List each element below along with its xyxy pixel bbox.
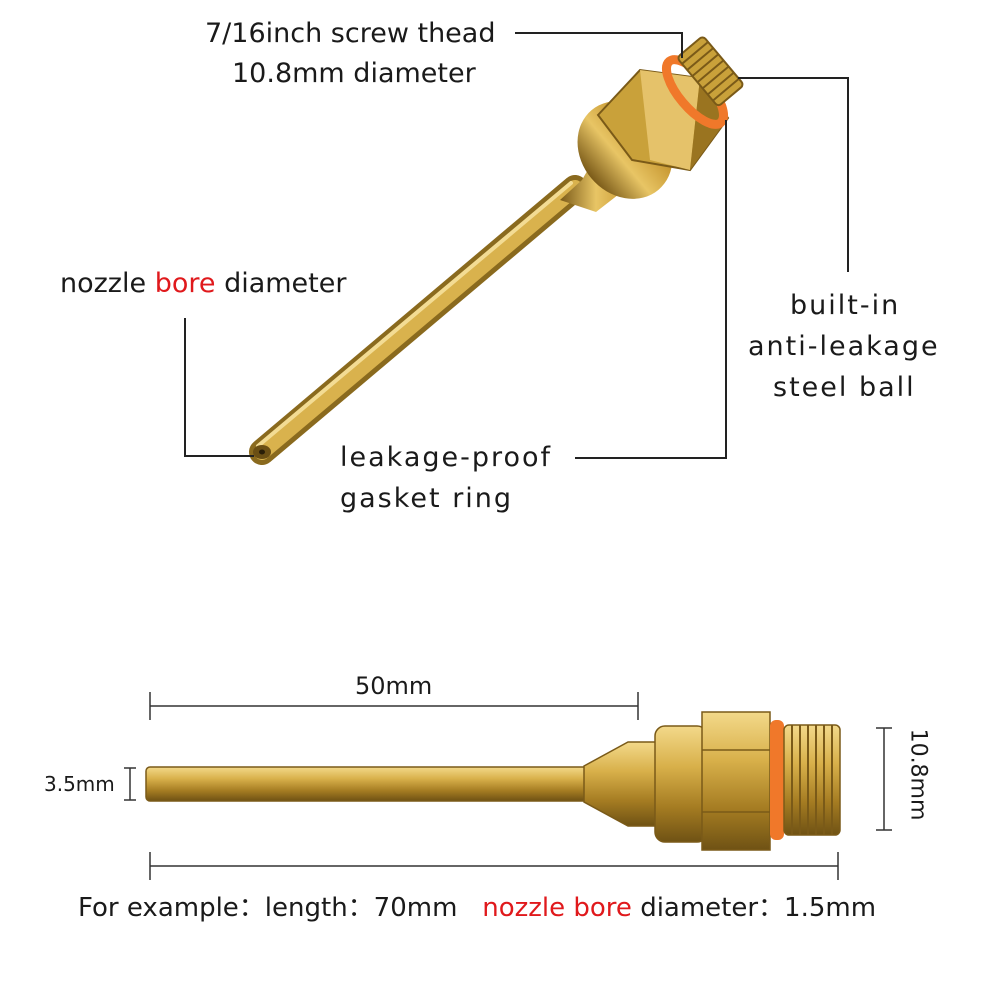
example-suffix: diameter：1.5mm: [640, 893, 877, 923]
example-footer: For example：length：70mm nozzle bore diam…: [78, 890, 876, 926]
dim-50mm-line: [149, 692, 639, 720]
dim-10-8mm-label: 10.8mm: [905, 728, 931, 821]
bottom-nozzle-thread: [783, 724, 841, 836]
thread-leader: [515, 32, 683, 58]
top-nozzle: [249, 36, 744, 465]
thread-callout-line2: 10.8mm diameter: [232, 58, 476, 89]
top-nozzle-thread: [677, 36, 744, 107]
bottom-nozzle-cone: [583, 741, 661, 827]
example-prefix: For example：length：70mm: [78, 893, 458, 923]
bore-callout-red: bore: [154, 268, 216, 299]
dim-50mm-label: 50mm: [355, 672, 433, 700]
thread-callout-line1: 7/16inch screw thead: [205, 18, 496, 49]
bore-callout-pre: nozzle: [60, 268, 147, 299]
ball-leader: [738, 77, 849, 272]
gasket-leader: [575, 120, 727, 459]
dimension-lines: [124, 692, 892, 880]
dim-70mm-line: [149, 852, 839, 880]
gasket-callout-line2: gasket ring: [340, 483, 514, 514]
ball-callout-line2: anti-leakage: [748, 331, 940, 362]
dim-10-8mm-line: [876, 727, 892, 831]
bottom-nozzle: [145, 711, 841, 851]
dim-3-5mm-line: [124, 767, 136, 801]
bottom-nozzle-tube: [145, 766, 597, 802]
bore-callout-post: diameter: [224, 268, 347, 299]
bottom-nozzle-gasket: [770, 720, 784, 840]
ball-callout-line3: steel ball: [773, 372, 916, 403]
dim-3-5mm-label: 3.5mm: [44, 772, 115, 796]
bore-leader: [184, 318, 254, 457]
example-red: nozzle bore: [482, 893, 632, 923]
gasket-callout-line1: leakage-proof: [340, 442, 553, 473]
leader-lines-top: [184, 32, 849, 459]
bore-callout: nozzle bore diameter: [60, 266, 346, 302]
ball-callout-line1: built-in: [790, 290, 901, 321]
bottom-nozzle-hex: [701, 711, 771, 851]
